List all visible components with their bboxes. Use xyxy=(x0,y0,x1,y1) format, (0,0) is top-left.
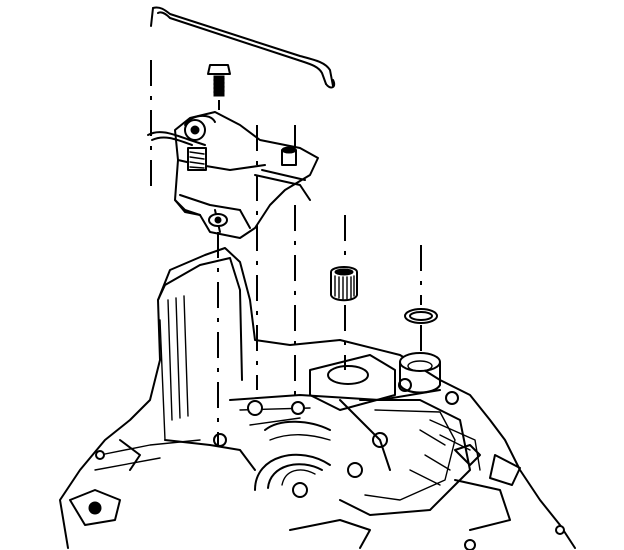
transmission-case xyxy=(59,247,576,550)
mounting-bolt xyxy=(207,64,231,97)
shift-linkage-rod xyxy=(150,6,336,89)
shift-bracket-assembly xyxy=(147,111,319,239)
alignment-lines xyxy=(150,60,422,445)
o-ring-seal xyxy=(404,308,438,324)
needle-bearing xyxy=(330,266,358,302)
